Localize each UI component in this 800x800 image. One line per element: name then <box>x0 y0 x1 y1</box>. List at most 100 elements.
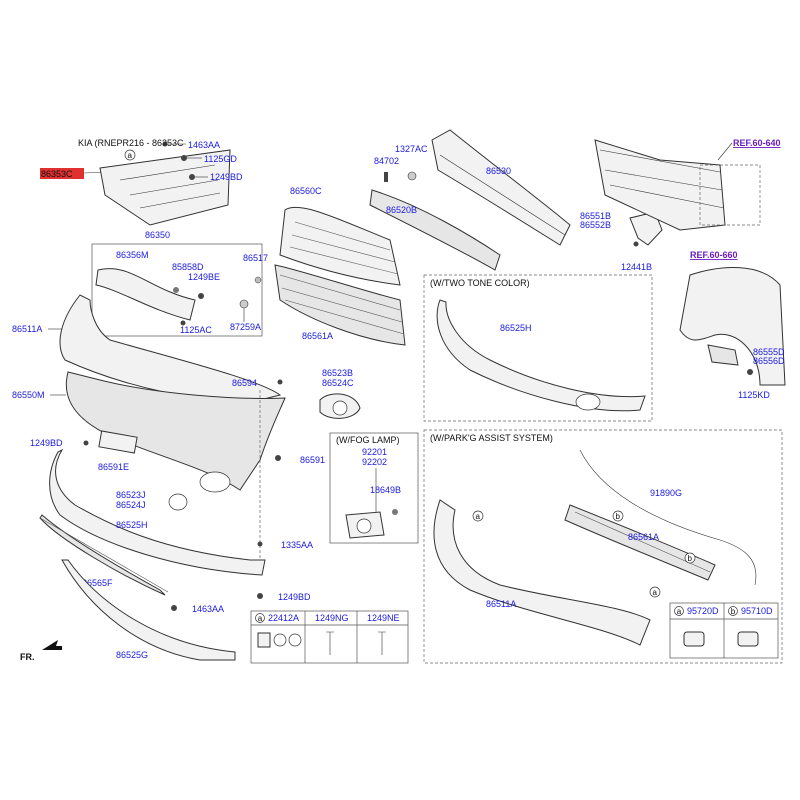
label-1463AA-top[interactable]: 1463AA <box>188 140 220 150</box>
skid-plate-ribs <box>119 164 221 209</box>
label-86530[interactable]: 86530 <box>486 166 511 176</box>
legend-a-letter: a <box>677 607 682 616</box>
label-85858D[interactable]: 85858D <box>172 262 204 272</box>
label-91890G[interactable]: 91890G <box>650 488 682 498</box>
label-sticker-icon <box>273 633 287 647</box>
label-86524J[interactable]: 86524J <box>116 500 146 510</box>
screw-icon <box>181 155 187 161</box>
label-86525H-right[interactable]: 86525H <box>500 323 532 333</box>
sensor-wiring <box>579 449 757 586</box>
callout-b: b <box>616 512 621 521</box>
radiator-support <box>594 139 726 231</box>
label-86591[interactable]: 86591 <box>300 455 325 465</box>
label-1249BD-bot[interactable]: 1249BD <box>278 592 311 602</box>
label-86551B[interactable]: 86551B <box>580 211 611 221</box>
fog-lamp-bezel-hole <box>199 471 231 493</box>
callout-a-circle <box>472 510 484 522</box>
label-86561A-top[interactable]: 86561A <box>302 331 333 341</box>
bolt-icon <box>257 593 263 599</box>
label-12441B[interactable]: 12441B <box>621 262 652 272</box>
label-86565F[interactable]: 86565F <box>82 578 113 588</box>
nut-icon <box>407 171 417 181</box>
grille-kit-box <box>91 243 263 337</box>
legend-1249NG[interactable]: 1249NG <box>315 613 349 623</box>
label-84702[interactable]: 84702 <box>374 156 399 166</box>
label-18649B[interactable]: 18649B <box>370 485 401 495</box>
clip-icon <box>180 320 186 326</box>
ref-60-640[interactable]: REF.60-640 <box>733 138 781 148</box>
label-86560C[interactable]: 86560C <box>290 186 322 196</box>
callout-a: a <box>128 151 133 160</box>
fog-lamp-box-title: (W/FOG LAMP) <box>336 435 400 445</box>
bolt-icon <box>162 141 168 147</box>
bolt-icon <box>275 455 281 461</box>
label-1249BE[interactable]: 1249BE <box>188 272 220 282</box>
legend-95710D[interactable]: 95710D <box>741 606 773 616</box>
bolt-icon <box>83 440 89 446</box>
park-assist-bumper <box>433 499 651 646</box>
label-86511A-bot[interactable]: 86511A <box>486 599 516 609</box>
label-86356M[interactable]: 86356M <box>116 250 149 260</box>
leader <box>717 142 733 161</box>
label-86552B[interactable]: 86552B <box>580 220 611 230</box>
callout-a: a <box>476 512 481 521</box>
label-86594[interactable]: 86594 <box>232 378 257 388</box>
upper-grille <box>95 268 196 321</box>
label-86517[interactable]: 86517 <box>243 253 268 263</box>
legend-22412A[interactable]: 22412A <box>268 613 299 623</box>
bolt-icon <box>198 293 204 299</box>
label-86591E[interactable]: 86591E <box>98 462 129 472</box>
label-86525H-left[interactable]: 86525H <box>116 520 148 530</box>
callout-b: b <box>688 554 693 563</box>
label-86511A[interactable]: 86511A <box>12 324 42 334</box>
label-1463AA-bot[interactable]: 1463AA <box>192 604 224 614</box>
label-86353C[interactable]: 86353C <box>41 169 73 179</box>
label-1125KD[interactable]: 1125KD <box>738 390 770 400</box>
nut-icon <box>239 299 249 309</box>
legend-b-letter: b <box>731 607 736 616</box>
label-86523J[interactable]: 86523J <box>116 490 146 500</box>
two-tone-box-title: (W/TWO TONE COLOR) <box>430 278 530 288</box>
front-lip <box>61 559 236 661</box>
label-86523B[interactable]: 86523B <box>322 368 353 378</box>
label-87259A[interactable]: 87259A <box>230 322 261 332</box>
label-92201[interactable]: 92201 <box>362 447 387 457</box>
label-1125GD[interactable]: 1125GD <box>204 154 237 164</box>
legend-95720D[interactable]: 95720D <box>687 606 719 616</box>
fender-liner-bracket <box>707 344 739 366</box>
label-86350[interactable]: 86350 <box>145 230 170 240</box>
fog-lamp-cover <box>168 493 188 511</box>
label-86525G[interactable]: 86525G <box>116 650 148 660</box>
callout-b-circle <box>684 552 696 564</box>
callout-a-circle <box>124 149 136 161</box>
label-1125AC[interactable]: 1125AC <box>180 325 212 335</box>
sensor-holder-icon <box>737 631 759 647</box>
legend-a-letter: a <box>258 614 263 623</box>
screw-icon <box>326 631 334 655</box>
label-86524C[interactable]: 86524C <box>322 378 354 388</box>
legend-1249NE[interactable]: 1249NE <box>367 613 400 623</box>
fog-lamp-hole <box>575 393 601 411</box>
label-1327AC[interactable]: 1327AC <box>395 144 428 154</box>
ref-60-660[interactable]: REF.60-660 <box>690 250 738 260</box>
grille-mesh <box>39 517 169 593</box>
label-92202[interactable]: 92202 <box>362 457 387 467</box>
highlight-box <box>40 168 84 179</box>
fog-lamp-lens <box>332 400 348 416</box>
park-assist-box-title: (W/PARK'G ASSIST SYSTEM) <box>430 433 553 443</box>
label-86555D[interactable]: 86555D <box>753 347 785 357</box>
label-1249BD-top[interactable]: 1249BD <box>210 172 243 182</box>
label-1249BD-left[interactable]: 1249BD <box>30 438 63 448</box>
clip-icon <box>257 541 263 547</box>
label-86561A-bot[interactable]: 86561A <box>628 532 659 542</box>
screw-icon <box>633 241 639 247</box>
grille-bars <box>289 221 399 275</box>
clip-icon <box>254 276 262 284</box>
label-86520B[interactable]: 86520B <box>386 205 417 215</box>
label-86550M[interactable]: 86550M <box>12 390 45 400</box>
diagram-title: KIA (RNEPR216 - 86353C <box>78 138 184 148</box>
fog-lamp-lens <box>356 518 372 534</box>
label-1335AA[interactable]: 1335AA <box>281 540 313 550</box>
front-fender <box>679 266 786 386</box>
label-86556D[interactable]: 86556D <box>753 356 785 366</box>
